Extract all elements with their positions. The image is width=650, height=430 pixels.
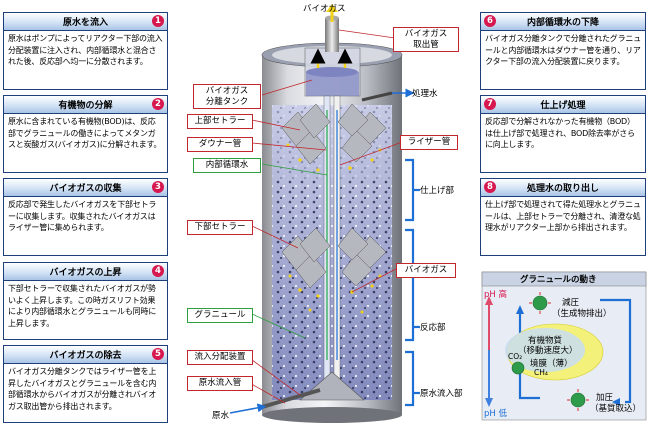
step-panel-4: バイオガスの上昇 4 下部セトラーで収集されたバイオガスが勢いよく上昇します。この… <box>3 262 168 340</box>
granule-icon-mid <box>511 361 525 375</box>
step-panel-2: 有機物の分解 2 原水に含まれている有機物(BOD)は、反応部でグラニュールの働き… <box>3 95 168 173</box>
step-title: 内部循環水の下降 <box>526 18 599 28</box>
step-title: バイオガスの上昇 <box>49 268 122 278</box>
treated-water-label: 処理水 <box>412 89 438 99</box>
pressurize-label: 加圧 <box>596 393 614 403</box>
step-panel-1: 原水を流入 1 原水はポンプによってリアクター下部の流入分配装置に注入され、内部循… <box>3 12 168 90</box>
granule-icon-top <box>529 292 551 314</box>
step-body: 下部セトラーで収集されたバイオガスが勢いよく上昇します。この時ガスリフト効果によ… <box>8 284 157 328</box>
step-title: 処理水の取り出し <box>526 184 599 194</box>
step-panel-5: バイオガスの除去 5 バイオガス分離タンクではライザー管を上昇したバイオガスとグラ… <box>3 345 168 423</box>
granule-label: グラニュール <box>187 308 253 323</box>
downer-label: ダウナー管 <box>187 137 253 152</box>
finishing-zone-label: 仕上げ部 <box>420 186 455 196</box>
ph-high-label: pH 高 <box>484 290 507 300</box>
step-body: 仕上げ部で処理されて得た処理水とグラニュールは、上部セトラーで分離され、清澄な処… <box>485 200 641 233</box>
step-title: 仕上げ処理 <box>540 101 586 111</box>
riser-label: ライザー管 <box>400 135 458 150</box>
step-panel-6: 6 内部循環水の下降 バイオガス分離タンクで分離されたグラニュールと内部循環水はダ… <box>480 12 646 90</box>
biogas-top-label: バイオガス <box>303 4 346 14</box>
organic-label: 有機物質 <box>528 336 563 346</box>
ch4-label: CH₄ <box>534 368 548 377</box>
step-number-badge: 6 <box>484 15 496 27</box>
co2-label: CO₂ <box>508 352 523 361</box>
step-number-badge: 8 <box>484 181 496 193</box>
step-body: バイオガス分離タンクではライザー管を上昇したバイオガスとグラニュールを含む内部循… <box>8 367 157 411</box>
step-number-badge: 5 <box>152 348 164 360</box>
step-body: 反応部で分解されなかった有機物（BOD）は仕上げ部で処理され、BOD除去率がさら… <box>485 117 635 150</box>
reaction-zone-label: 反応部 <box>420 323 446 333</box>
internal-circulation-label: 内部循環水 <box>193 158 261 173</box>
biogas-outlet-label: バイオガス 取出管 <box>393 27 459 52</box>
organic-sub-label: （移動速度大） <box>518 346 578 356</box>
decompress-sub-label: （生成物排出） <box>552 309 612 319</box>
granule-box-title: グラニュールの動き <box>520 275 597 285</box>
step-number-badge: 3 <box>152 181 164 193</box>
inflow-pipe-label: 原水流入管 <box>187 376 253 391</box>
granule-icon-bottom <box>567 389 589 411</box>
step-body: 原水に含まれている有機物(BOD)は、反応部でグラニュールの働きによってメタンガ… <box>8 117 162 150</box>
step-panel-3: バイオガスの収集 3 反応部で発生したバイオガスを下部セトラーに収集します。収集さ… <box>3 178 168 256</box>
decompress-label: 減圧 <box>562 298 580 308</box>
step-body: 反応部で発生したバイオガスを下部セトラーに収集します。収集されたバイオガスはライ… <box>8 200 157 233</box>
step-number-badge: 4 <box>152 265 164 277</box>
step-title: バイオガスの収集 <box>49 184 122 194</box>
biogas-mid-label: バイオガス <box>396 263 456 278</box>
step-title: バイオガスの除去 <box>49 351 122 361</box>
step-number-badge: 7 <box>484 98 496 110</box>
thin-film-label: 境膜（薄） <box>530 359 573 369</box>
raw-water-label: 原水 <box>212 411 230 421</box>
step-number-badge: 1 <box>152 15 164 27</box>
step-body: 原水はポンプによってリアクター下部の流入分配装置に注入され、内部循環水と混合され… <box>8 34 163 67</box>
inflow-zone-label: 原水流入部 <box>420 389 463 399</box>
step-body: バイオガス分離タンクで分離されたグラニュールと内部循環水はダウナー管を通り、リア… <box>485 34 641 67</box>
lower-settler <box>281 227 387 289</box>
upper-settler-label: 上部セトラー <box>187 114 253 129</box>
separator-tank-label: バイオガス 分離タンク <box>193 84 261 109</box>
step-panel-7: 7 仕上げ処理 反応部で分解されなかった有機物（BOD）は仕上げ部で処理され、BO… <box>480 95 646 173</box>
step-number-badge: 2 <box>152 98 164 110</box>
ph-low-label: pH 低 <box>484 409 507 419</box>
pressurize-sub-label: （基質取込） <box>590 404 642 414</box>
lower-settler-label: 下部セトラー <box>187 220 253 235</box>
step-title: 有機物の分解 <box>58 101 113 111</box>
step-title: 原水を流入 <box>62 18 108 28</box>
step-panel-8: 8 処理水の取り出し 仕上げ部で処理されて得た処理水とグラニュールは、上部セトラー… <box>480 178 646 256</box>
inflow-distributor-label: 流入分配装置 <box>187 350 253 365</box>
